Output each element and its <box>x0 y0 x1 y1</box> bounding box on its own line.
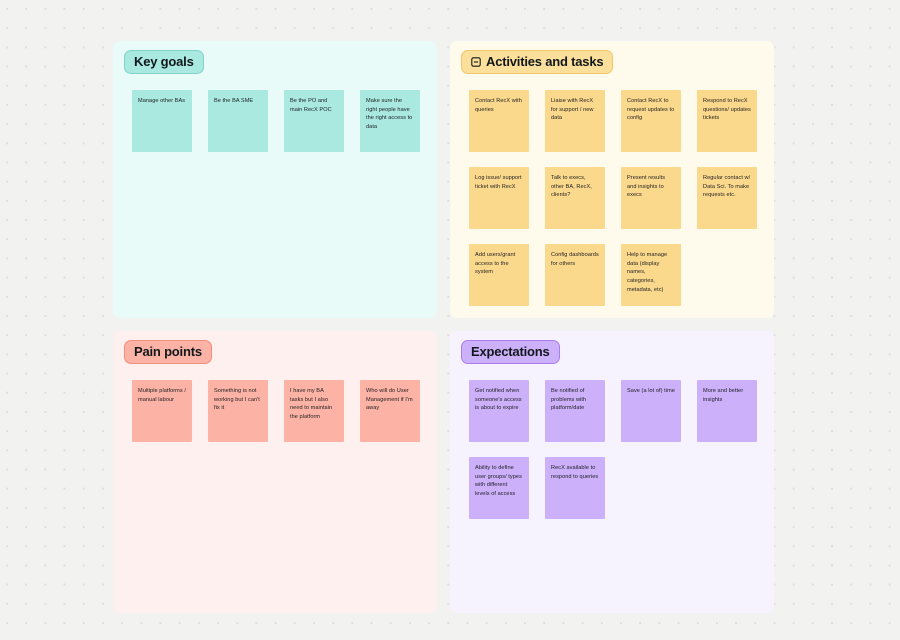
sticky-note[interactable]: Liaise with RecX for support / new data <box>545 90 605 152</box>
panel-title-label: Expectations <box>471 344 550 359</box>
sticky-note[interactable]: More and better insights <box>697 380 757 442</box>
panel-title-activities-and-tasks[interactable]: Activities and tasks <box>461 50 614 74</box>
sticky-note[interactable]: Help to manage data (display names, cate… <box>621 244 681 306</box>
sticky-note[interactable]: Be the PO and main RecX POC <box>284 90 344 152</box>
panel-expectations[interactable]: Expectations Get notified when someone's… <box>450 331 774 613</box>
card-list-pain-points: Multiple platforms / manual labour Somet… <box>132 380 427 442</box>
sticky-note[interactable]: Regular contact w/ Data Sci. To make req… <box>697 167 757 229</box>
sticky-note[interactable]: Multiple platforms / manual labour <box>132 380 192 442</box>
panel-title-label: Key goals <box>134 54 194 69</box>
card-list-activities-and-tasks: Contact RecX with queries Liaise with Re… <box>469 90 764 306</box>
sticky-note[interactable]: Manage other BAs <box>132 90 192 152</box>
panel-pain-points[interactable]: Pain points Multiple platforms / manual … <box>113 331 437 613</box>
sticky-note[interactable]: Be notified of problems with platform/da… <box>545 380 605 442</box>
panel-title-label: Activities and tasks <box>486 54 604 69</box>
sticky-note[interactable]: Get notified when someone's access is ab… <box>469 380 529 442</box>
collapse-box-icon[interactable] <box>471 56 481 67</box>
sticky-note[interactable]: Save (a lot of) time <box>621 380 681 442</box>
sticky-note[interactable]: Talk to execs, other BA, RecX, clients? <box>545 167 605 229</box>
sticky-note[interactable]: Make sure the right people have the righ… <box>360 90 420 152</box>
sticky-note[interactable]: Present results and insights to execs <box>621 167 681 229</box>
sticky-note[interactable]: Who will do User Management if I'm away <box>360 380 420 442</box>
card-list-expectations: Get notified when someone's access is ab… <box>469 380 764 519</box>
panel-title-key-goals[interactable]: Key goals <box>124 50 204 74</box>
sticky-note[interactable]: Ability to define user groups/ types wit… <box>469 457 529 519</box>
sticky-note[interactable]: Something is not working but I can't fix… <box>208 380 268 442</box>
sticky-note[interactable]: Add users/grant access to the system <box>469 244 529 306</box>
card-list-key-goals: Manage other BAs Be the BA SME Be the PO… <box>132 90 427 152</box>
sticky-note[interactable]: Be the BA SME <box>208 90 268 152</box>
sticky-note[interactable]: Respond to RecX questions/ updates ticke… <box>697 90 757 152</box>
sticky-note[interactable]: Contact RecX to request updates to confi… <box>621 90 681 152</box>
panel-title-pain-points[interactable]: Pain points <box>124 340 212 364</box>
panel-activities-and-tasks[interactable]: Activities and tasks Contact RecX with q… <box>450 41 774 318</box>
panel-title-expectations[interactable]: Expectations <box>461 340 560 364</box>
panel-title-label: Pain points <box>134 344 202 359</box>
sticky-note[interactable]: Config dashboards for others <box>545 244 605 306</box>
sticky-note[interactable]: Log issue/ support ticket with RecX <box>469 167 529 229</box>
sticky-note[interactable]: RecX available to respond to queries <box>545 457 605 519</box>
panel-key-goals[interactable]: Key goals Manage other BAs Be the BA SME… <box>113 41 437 318</box>
sticky-note[interactable]: Contact RecX with queries <box>469 90 529 152</box>
sticky-note[interactable]: I have my BA tasks but I also need to ma… <box>284 380 344 442</box>
